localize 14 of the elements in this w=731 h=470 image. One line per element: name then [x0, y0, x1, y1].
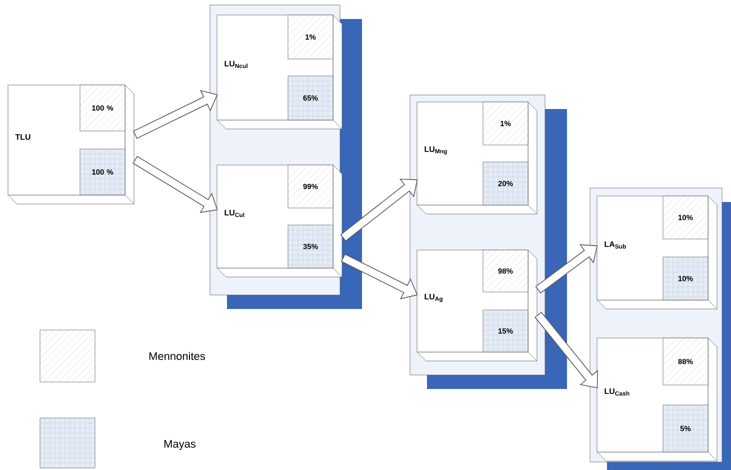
arrow	[534, 312, 598, 388]
box-label: TLU	[15, 134, 30, 140]
arrow	[132, 156, 218, 213]
box-label: LU$_{Mng}$	[424, 146, 447, 155]
arrow	[340, 254, 418, 300]
legend-label: Mayas	[164, 440, 196, 450]
box-label: LA$_{Sub}$	[604, 241, 626, 249]
box-label: LU$_{Cul}$	[224, 210, 244, 218]
legend-label: Mennonites	[149, 352, 205, 360]
box-label: LU$_{Ag}$	[424, 294, 442, 302]
box-label: LU$_{Cash}$	[604, 388, 630, 396]
arrow	[535, 244, 598, 294]
arrow	[340, 178, 418, 242]
box-label: LU$_{Ncul}$	[224, 60, 248, 68]
